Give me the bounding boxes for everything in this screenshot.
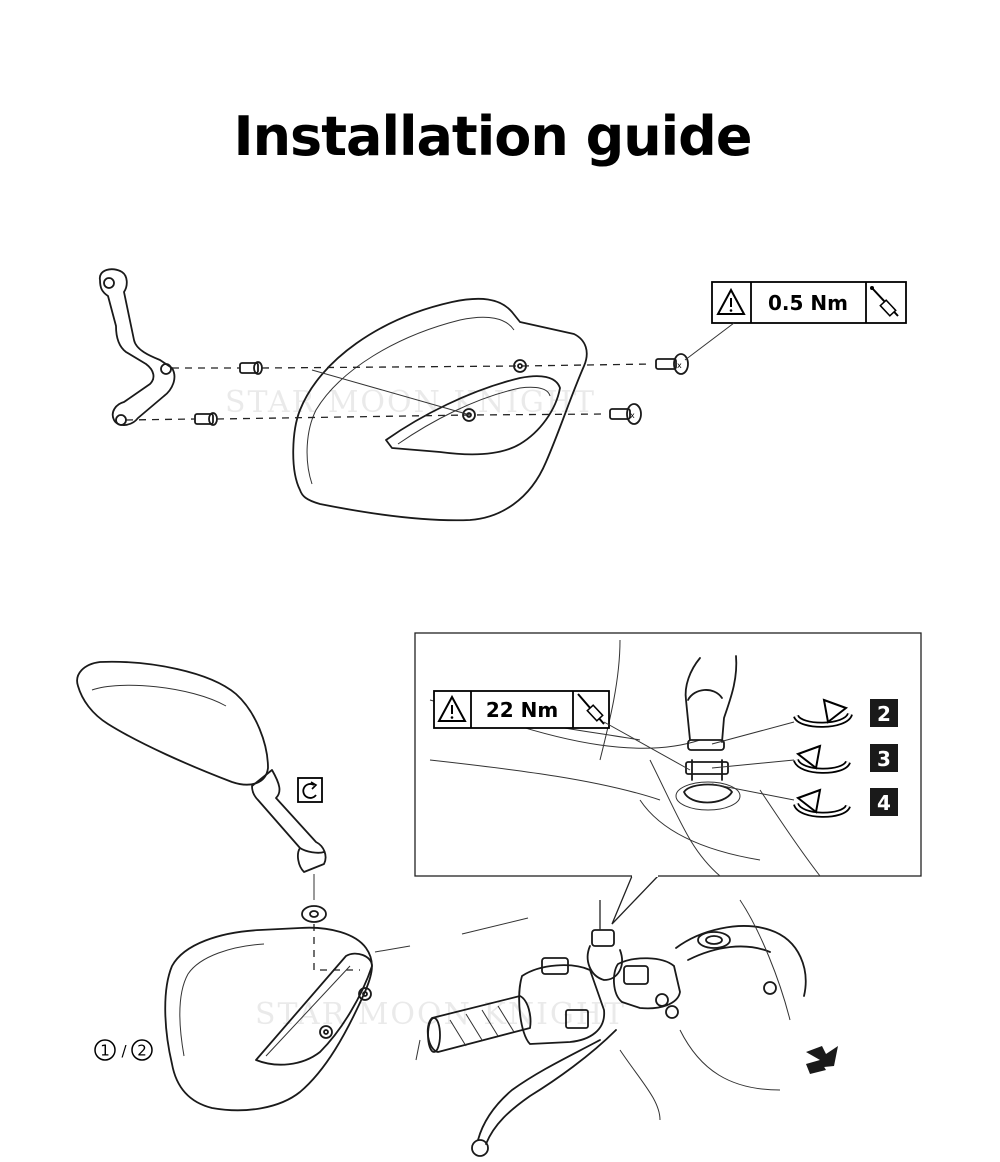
- svg-text:/: /: [121, 1042, 127, 1060]
- rotate-arrow-step4-icon: [793, 788, 851, 818]
- rotate-arrow-step2-icon: [793, 698, 853, 728]
- torque-wrench-icon: [577, 693, 605, 725]
- mounting-bracket: [99, 268, 176, 426]
- rotate-icon: [297, 777, 323, 803]
- hand-guard-bottom: [164, 926, 373, 1112]
- warning-triangle-icon: [716, 287, 746, 315]
- torque-spec-top: 0.5 Nm: [684, 281, 907, 361]
- step-reference: 1 / 2: [94, 1039, 153, 1061]
- bottom-figure: 2 3 4 22 Nm: [76, 632, 922, 1157]
- torque-spec-bottom: 22 Nm: [433, 690, 691, 771]
- warning-triangle-icon: [437, 694, 467, 722]
- step-badge-2: 2: [870, 699, 898, 727]
- handlebar-assembly: [415, 899, 807, 1157]
- detail-inset: 2 3 4 22 Nm: [414, 632, 922, 877]
- svg-text:2: 2: [137, 1042, 147, 1060]
- torque-value-bottom: 22 Nm: [486, 698, 558, 722]
- watermark-bottom: STAR MOON KNIGHT: [255, 997, 626, 1032]
- spacer-upper: [239, 361, 263, 375]
- svg-text:1: 1: [100, 1042, 110, 1060]
- bolt-upper: x: [655, 353, 689, 375]
- direction-arrow-icon: [806, 1046, 838, 1074]
- torque-value-top: 0.5 Nm: [768, 291, 848, 315]
- bolt-lower: x: [609, 403, 642, 425]
- torque-wrench-icon: [870, 286, 899, 317]
- svg-text:x: x: [630, 411, 635, 420]
- rotate-arrow-step3-icon: [793, 744, 851, 774]
- svg-text:2: 2: [877, 702, 891, 726]
- svg-text:3: 3: [877, 747, 891, 771]
- spacer-lower: [194, 412, 218, 426]
- svg-text:4: 4: [877, 791, 891, 815]
- mirror: [76, 660, 327, 873]
- watermark-top: STAR MOON KNIGHT: [225, 385, 596, 420]
- top-figure: STAR MOON KNIGHT: [99, 268, 907, 522]
- page-title: Installation guide: [233, 105, 753, 168]
- step-badge-3: 3: [870, 744, 898, 772]
- step-badge-4: 4: [870, 788, 898, 816]
- svg-text:x: x: [677, 361, 682, 370]
